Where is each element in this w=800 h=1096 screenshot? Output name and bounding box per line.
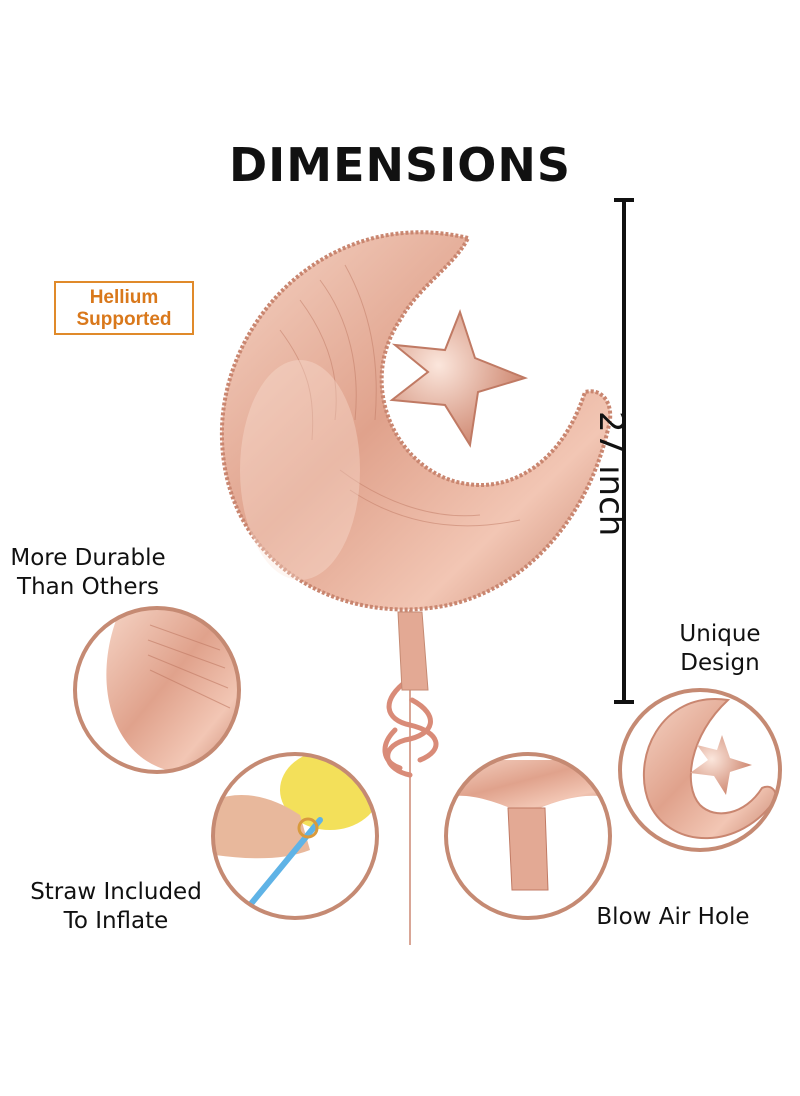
straw-label: Straw Included To Inflate: [18, 878, 214, 936]
dimension-label: 27 inch: [591, 411, 631, 537]
moon-ribbing: [279, 264, 521, 527]
dimension-bar: [614, 198, 634, 704]
air-hole-label: Blow Air Hole: [596, 904, 750, 930]
straw-detail-circle: [211, 752, 379, 920]
durable-label-line2: Than Others: [17, 574, 159, 600]
durable-label: More Durable Than Others: [0, 544, 176, 602]
ribbon-curls: [382, 677, 439, 778]
straw-label-line1: Straw Included: [30, 879, 202, 905]
star-balloon: [389, 309, 529, 448]
air-hole-detail-circle: [444, 752, 612, 920]
balloon-neck: [397, 611, 429, 691]
helium-badge-line2: Supported: [76, 309, 172, 330]
unique-design-line1: Unique: [679, 621, 761, 647]
unique-design-line2: Design: [680, 650, 760, 676]
straw-label-line2: To Inflate: [63, 908, 169, 934]
helium-badge: Hellium Supported: [54, 281, 194, 335]
moon-highlight: [240, 360, 360, 580]
unique-design-label: Unique Design: [650, 620, 790, 678]
crescent-moon-balloon: [219, 230, 613, 612]
unique-design-circle: [618, 688, 782, 852]
durable-detail-circle: [73, 606, 241, 774]
durable-label-line1: More Durable: [10, 545, 166, 571]
helium-badge-line1: Hellium: [89, 287, 159, 308]
page-title: DIMENSIONS: [229, 138, 571, 192]
